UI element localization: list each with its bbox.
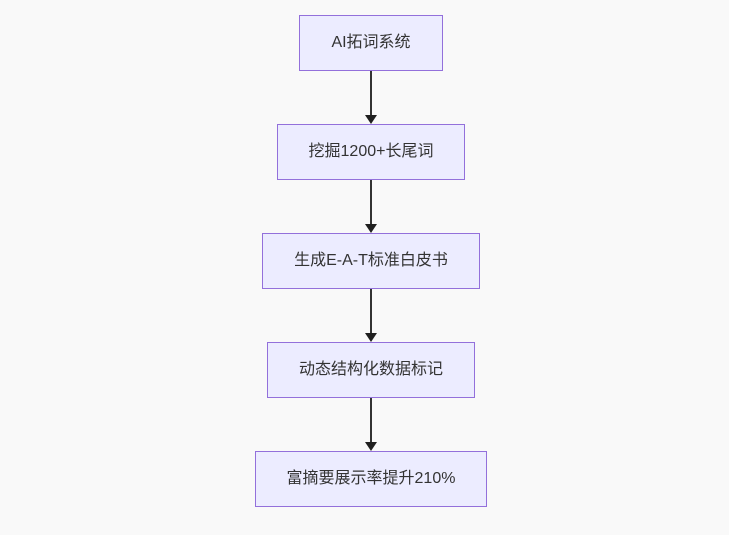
flow-node-4: 动态结构化数据标记 — [266, 342, 475, 398]
flow-arrow-3 — [365, 289, 377, 342]
flow-node-5: 富摘要展示率提升210% — [254, 451, 488, 507]
flow-arrow-1 — [365, 71, 377, 124]
arrow-line — [370, 71, 372, 116]
flow-node-2: 挖掘1200+长尾词 — [276, 124, 466, 180]
flow-node-1-label: AI拓词系统 — [331, 34, 411, 51]
arrow-line — [370, 180, 372, 225]
arrow-line — [370, 398, 372, 443]
flow-arrow-2 — [365, 180, 377, 233]
flow-node-1: AI拓词系统 — [299, 15, 443, 71]
flow-node-3: 生成E-A-T标准白皮书 — [262, 233, 480, 289]
flow-arrow-4 — [365, 398, 377, 451]
arrow-head-down-icon — [365, 333, 377, 342]
flow-node-5-label: 富摘要展示率提升210% — [286, 470, 456, 487]
flow-node-3-label: 生成E-A-T标准白皮书 — [294, 252, 448, 269]
flowchart: AI拓词系统 挖掘1200+长尾词 生成E-A-T标准白皮书 动态结构化数据标记 — [254, 15, 488, 535]
arrow-head-down-icon — [365, 224, 377, 233]
flow-node-2-label: 挖掘1200+长尾词 — [308, 143, 434, 160]
arrow-head-down-icon — [365, 442, 377, 451]
arrow-line — [370, 289, 372, 334]
flow-node-4-label: 动态结构化数据标记 — [298, 361, 443, 378]
arrow-head-down-icon — [365, 115, 377, 124]
